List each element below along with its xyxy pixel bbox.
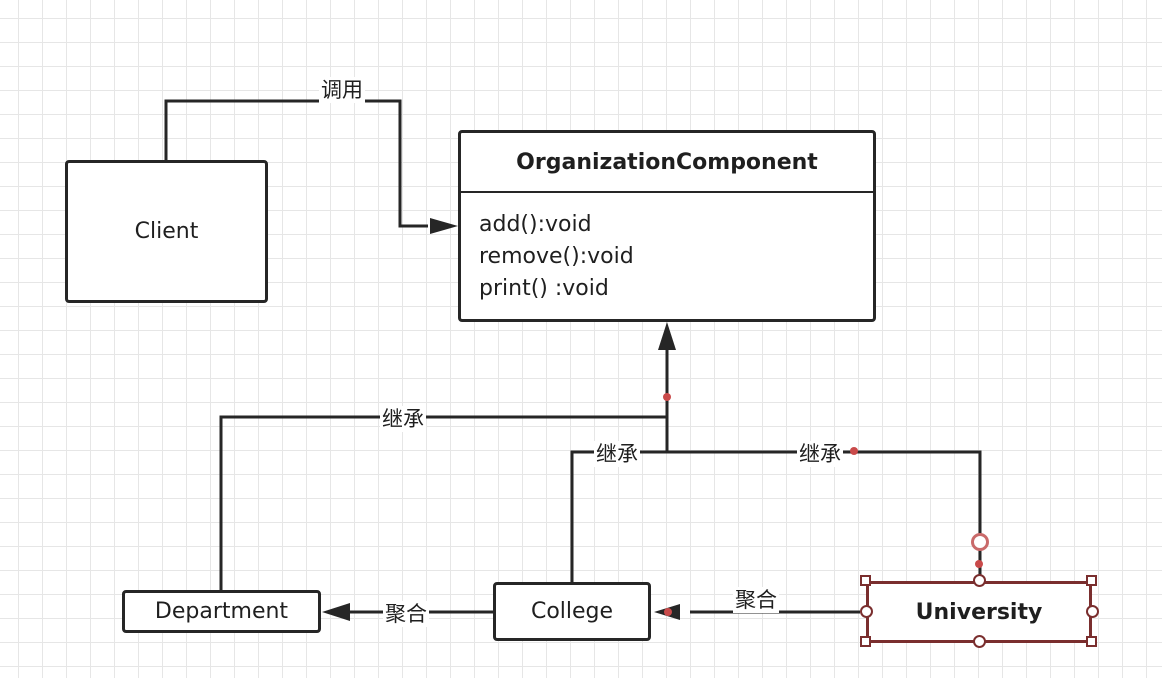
edge-endpoint-handle[interactable] <box>971 533 989 551</box>
edge-college-inherit[interactable] <box>570 450 667 582</box>
college-label: College <box>530 599 614 624</box>
resize-handle-bottom-left[interactable] <box>860 636 871 647</box>
organization-component-title: OrganizationComponent <box>461 133 873 193</box>
label-university-aggregate[interactable]: 聚合 <box>733 587 779 613</box>
organization-component-node[interactable]: OrganizationComponent add():void remove(… <box>458 130 876 322</box>
client-label: Client <box>134 219 199 244</box>
anchor-dot-university-edge <box>850 447 858 455</box>
connect-handle-bottom[interactable] <box>973 635 986 648</box>
connect-handle-top[interactable] <box>973 574 986 587</box>
anchor-dot-university-end <box>975 560 983 568</box>
method-remove: remove():void <box>479 244 634 269</box>
university-node[interactable]: University <box>866 581 1092 643</box>
method-add: add():void <box>479 212 592 237</box>
label-call[interactable]: 调用 <box>319 77 365 103</box>
department-arrowhead <box>322 603 350 621</box>
call-arrowhead <box>430 218 458 234</box>
connect-handle-right[interactable] <box>1086 605 1099 618</box>
client-node[interactable]: Client <box>65 160 268 303</box>
label-college-inherit[interactable]: 继承 <box>594 441 640 467</box>
label-university-inherit[interactable]: 继承 <box>797 441 843 467</box>
edge-department-inherit[interactable] <box>219 415 667 590</box>
label-college-aggregate[interactable]: 聚合 <box>383 601 429 627</box>
connect-handle-left[interactable] <box>860 605 873 618</box>
label-department-inherit[interactable]: 继承 <box>380 406 426 432</box>
method-print: print() :void <box>479 276 609 301</box>
anchor-dot-trunk <box>663 393 671 401</box>
edge-call[interactable] <box>164 99 428 228</box>
department-label: Department <box>154 599 289 624</box>
inherit-arrowhead <box>658 322 676 350</box>
university-label: University <box>915 599 1043 625</box>
resize-handle-bottom-right[interactable] <box>1086 636 1097 647</box>
resize-handle-top-right[interactable] <box>1086 575 1097 586</box>
resize-handle-top-left[interactable] <box>860 575 871 586</box>
college-node[interactable]: College <box>493 582 651 641</box>
anchor-dot-college-arrow <box>664 608 672 616</box>
edge-university-inherit[interactable] <box>667 450 982 578</box>
organization-component-methods: add():void remove():void print() :void <box>461 193 873 305</box>
department-node[interactable]: Department <box>122 590 321 633</box>
